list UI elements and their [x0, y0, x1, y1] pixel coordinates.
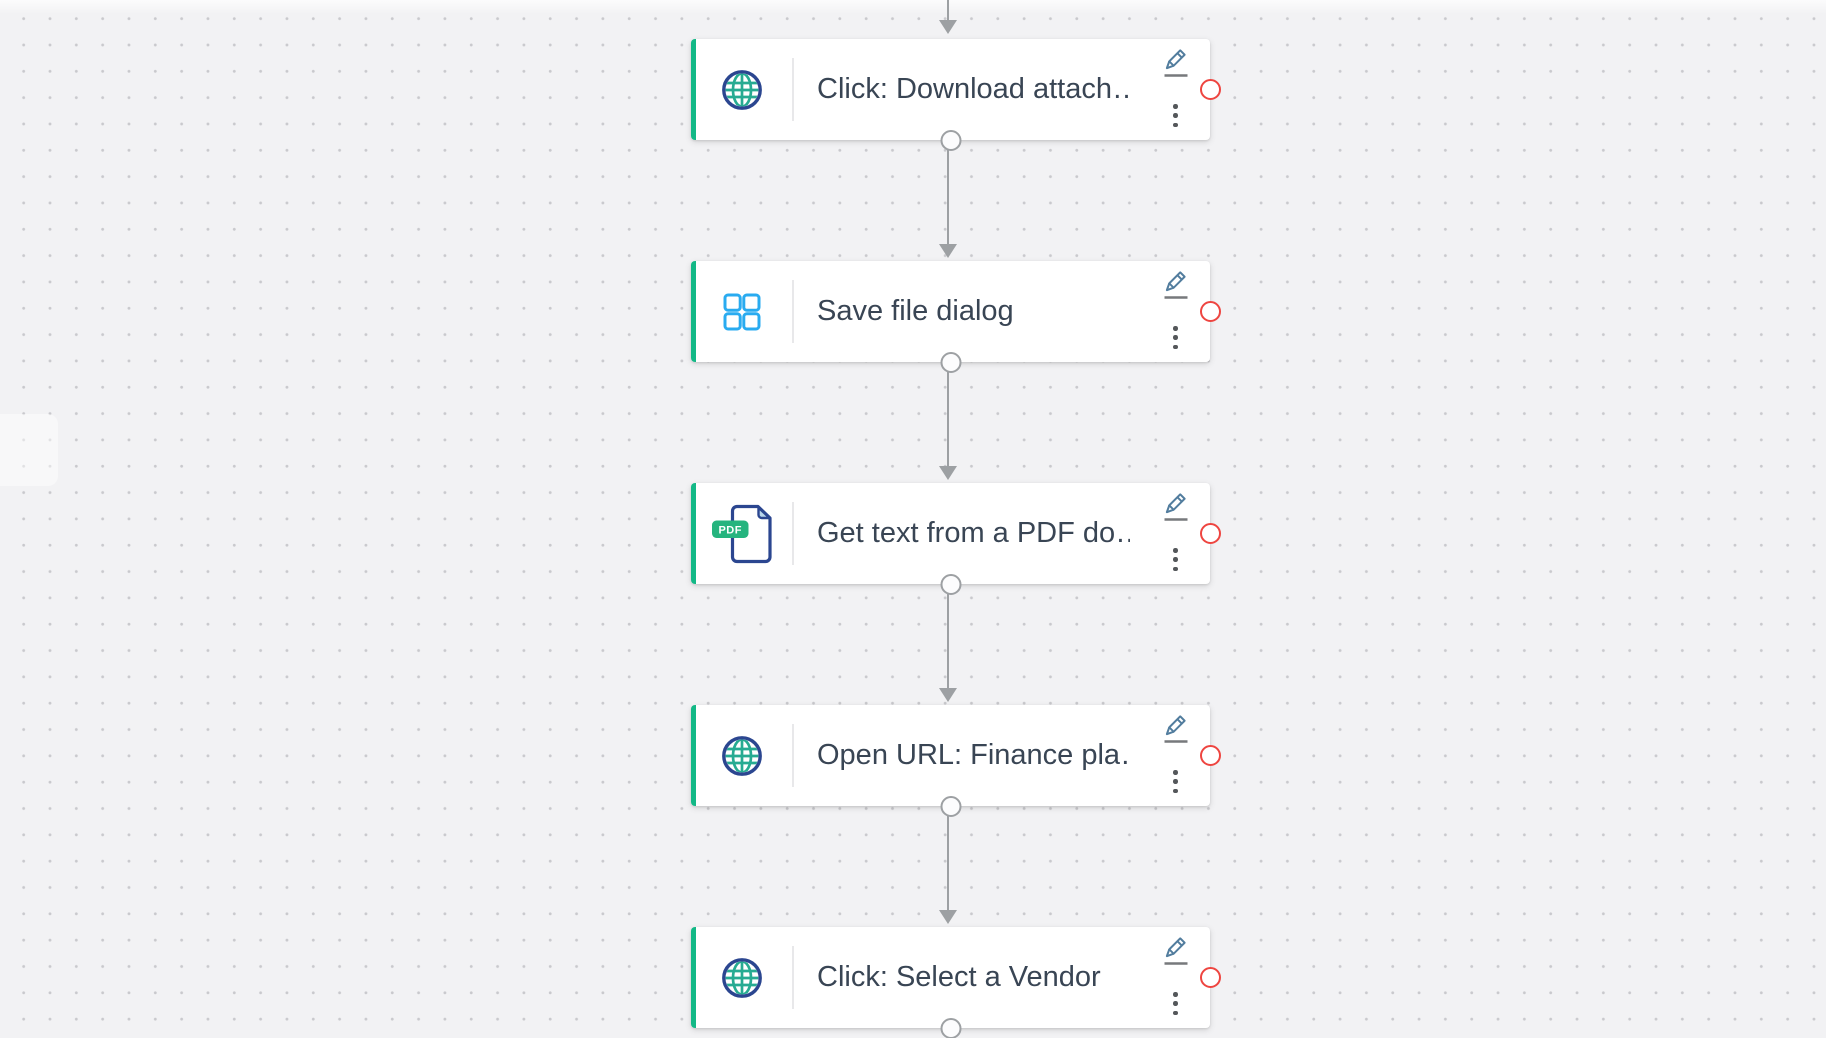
kebab-dot: [1173, 326, 1178, 331]
connector-line: [947, 0, 949, 20]
edit-step-button[interactable]: [1161, 492, 1191, 522]
kebab-dot: [1173, 1001, 1178, 1006]
step-card[interactable]: PDF Open URL: Finance pla…: [691, 705, 1221, 817]
accent-bar: [691, 705, 696, 806]
kebab-dot: [1173, 557, 1178, 562]
step-title: Save file dialog: [817, 295, 1014, 327]
connector-line: [947, 150, 949, 244]
divider: [792, 58, 794, 121]
accent-bar: [691, 927, 696, 1028]
step-title: Click: Download attach…: [817, 73, 1130, 105]
step-icon: PDF: [709, 927, 775, 1028]
step-title: Open URL: Finance pla…: [817, 739, 1130, 771]
step-menu-button[interactable]: [1171, 326, 1180, 349]
step-menu-button[interactable]: [1171, 770, 1180, 793]
kebab-dot: [1173, 113, 1178, 118]
step-icon: PDF: [709, 261, 775, 362]
connector-port[interactable]: [940, 352, 961, 373]
step-title: Get text from a PDF do…: [817, 517, 1130, 549]
step-title: Click: Select a Vendor: [817, 961, 1101, 993]
error-status-indicator: [1200, 79, 1221, 100]
kebab-dot: [1173, 779, 1178, 784]
pdf-document-icon: PDF: [712, 504, 772, 563]
step-menu-button[interactable]: [1171, 548, 1180, 571]
step-icon: PDF: [709, 39, 775, 140]
step-menu-button[interactable]: [1171, 104, 1180, 127]
edit-pencil-icon: [1164, 271, 1188, 299]
arrow-head-icon: [938, 20, 957, 34]
background-highlight-top: [0, 0, 1826, 14]
arrow-head-icon: [938, 910, 957, 924]
step-card[interactable]: PDF Click: Select a Vendor: [691, 927, 1221, 1038]
background-highlight-left: [0, 414, 58, 486]
step-card[interactable]: PDF Click: Download attach…: [691, 39, 1221, 151]
edit-pencil-icon: [1164, 493, 1188, 521]
step-menu-button[interactable]: [1171, 992, 1180, 1015]
globe-icon: [722, 957, 762, 998]
edit-pencil-icon: [1164, 49, 1188, 77]
kebab-dot: [1173, 566, 1178, 571]
step-icon: PDF: [709, 705, 775, 806]
kebab-dot: [1173, 992, 1178, 997]
globe-icon: [722, 69, 762, 110]
connector-port[interactable]: [940, 796, 961, 817]
error-status-indicator: [1200, 967, 1221, 988]
edit-pencil-icon: [1164, 937, 1188, 965]
kebab-dot: [1173, 104, 1178, 109]
connector-port[interactable]: [940, 1018, 961, 1038]
accent-bar: [691, 483, 696, 584]
accent-bar: [691, 39, 696, 140]
kebab-dot: [1173, 122, 1178, 127]
kebab-dot: [1173, 770, 1178, 775]
edit-step-button[interactable]: [1161, 936, 1191, 966]
error-status-indicator: [1200, 523, 1221, 544]
kebab-dot: [1173, 1010, 1178, 1015]
edit-step-button[interactable]: [1161, 270, 1191, 300]
connector-port[interactable]: [940, 130, 961, 151]
arrow-head-icon: [938, 244, 957, 258]
divider: [792, 280, 794, 343]
app-grid-icon: [723, 293, 761, 330]
arrow-head-icon: [938, 688, 957, 702]
edit-pencil-icon: [1164, 715, 1188, 743]
divider: [792, 724, 794, 787]
error-status-indicator: [1200, 301, 1221, 322]
accent-bar: [691, 261, 696, 362]
kebab-dot: [1173, 344, 1178, 349]
divider: [792, 946, 794, 1009]
arrow-head-icon: [938, 466, 957, 480]
globe-icon: [722, 735, 762, 776]
step-card[interactable]: PDF Get text from a PDF do…: [691, 483, 1221, 595]
step-card[interactable]: PDF Save file dialog: [691, 261, 1221, 373]
connector-line: [947, 816, 949, 910]
connector-port[interactable]: [940, 574, 961, 595]
divider: [792, 502, 794, 565]
error-status-indicator: [1200, 745, 1221, 766]
kebab-dot: [1173, 788, 1178, 793]
pdf-badge-label: PDF: [718, 524, 742, 536]
edit-step-button[interactable]: [1161, 714, 1191, 744]
kebab-dot: [1173, 548, 1178, 553]
connector-line: [947, 594, 949, 688]
step-icon: PDF: [709, 483, 775, 584]
edit-step-button[interactable]: [1161, 48, 1191, 78]
connector-line: [947, 372, 949, 466]
kebab-dot: [1173, 335, 1178, 340]
